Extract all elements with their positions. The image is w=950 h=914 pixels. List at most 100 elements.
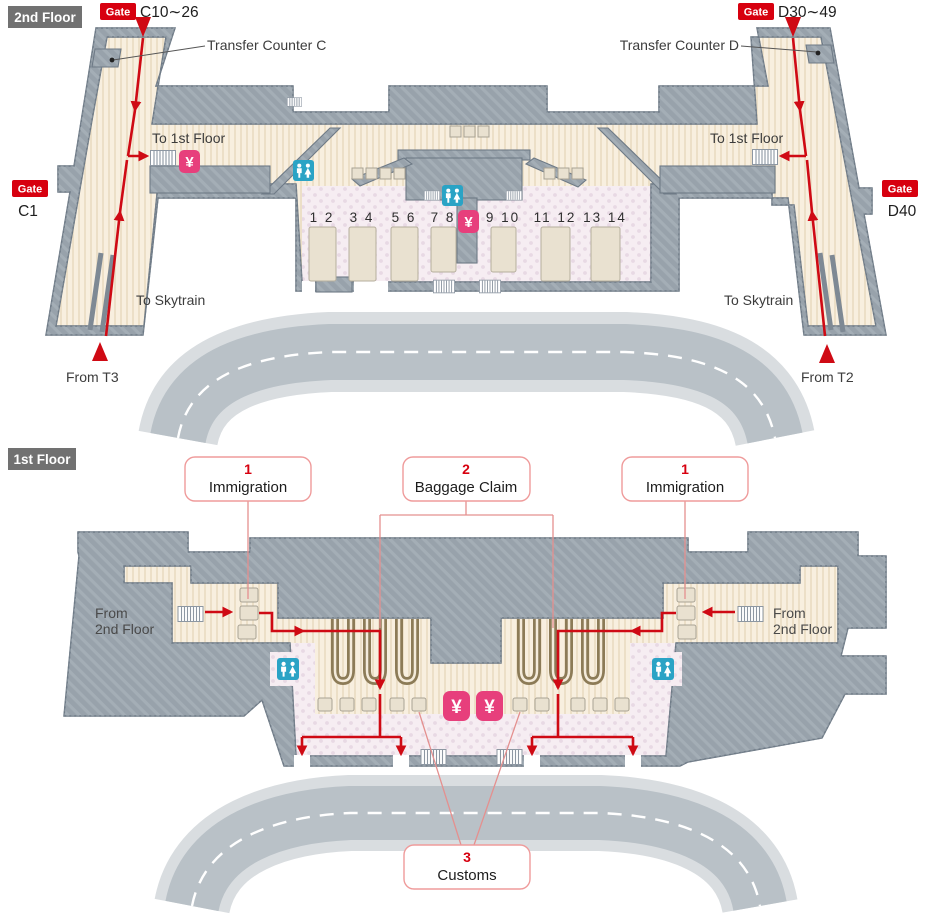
callout-baggage-claim: 2 Baggage Claim (402, 456, 531, 502)
restroom-icon (652, 658, 674, 680)
counter-number: 5 6 (392, 210, 417, 225)
gate-badge-label: Gate (18, 184, 42, 196)
stairs-icon (287, 96, 302, 108)
counter-number: 11 12 (534, 210, 577, 225)
from-2nd-floor-left-line2: 2nd Floor (95, 621, 154, 637)
leader-baggage (379, 501, 554, 628)
counter-island (430, 226, 457, 273)
leader-line (112, 45, 206, 61)
yen-symbol: ¥ (451, 697, 462, 718)
road-center-line (176, 350, 777, 439)
gate-badge (882, 180, 918, 197)
from-2nd-floor-right-line1: From (773, 605, 806, 621)
customs-booth (592, 697, 608, 712)
counter-island (348, 226, 377, 282)
counter-number: 9 10 (486, 210, 520, 225)
stair-landing-right (659, 165, 776, 194)
floor1-flow-arrows (205, 606, 735, 757)
flow-path (118, 159, 129, 213)
customs-booth (317, 697, 333, 712)
to-1st-floor-stairs-left (150, 150, 176, 166)
customs-booth (389, 697, 405, 712)
diagonal-wall-right (596, 127, 678, 195)
stair-landing-left (149, 165, 271, 194)
to-skytrain-left-label: To Skytrain (136, 292, 205, 308)
counter-number: 7 8 (431, 210, 456, 225)
currency-exchange-center: ¥ (458, 210, 479, 233)
flow-path (126, 109, 137, 157)
flow-path (104, 209, 125, 337)
restroom-icon (293, 160, 314, 181)
security-gate-boxes (351, 125, 584, 180)
escalator-from-2nd-left (177, 606, 204, 622)
floor1-badge (8, 448, 76, 470)
immigration-booth (239, 605, 259, 621)
flow-path (552, 629, 632, 691)
floor2-security-structures (87, 44, 846, 333)
gate-box (463, 125, 476, 138)
yen-icon (179, 150, 200, 173)
escalator-from-2nd-right (737, 606, 764, 622)
callout-immigration-right: 1 Immigration (621, 456, 749, 502)
customs-booth (534, 697, 550, 712)
customs-booth (512, 697, 528, 712)
from-t2-label: From T2 (801, 369, 854, 385)
callout-box (184, 456, 312, 502)
immigration-booth (237, 624, 257, 640)
leader-customs (418, 711, 521, 846)
gate-box (365, 167, 378, 180)
leader-dot (815, 50, 821, 56)
callout-customs: 3 Customs (403, 844, 531, 890)
currency-exchange-arrivals-right: ¥ (476, 691, 503, 721)
yen-symbol: ¥ (185, 154, 194, 171)
floor1-roadway (154, 775, 798, 914)
gate-box (571, 167, 584, 180)
callout-number: 2 (462, 461, 470, 477)
flow-path (798, 109, 808, 157)
callout-number: 1 (681, 461, 689, 477)
yen-icon (443, 691, 470, 721)
gate-c-entry-arrow (135, 17, 151, 37)
callout-label: Immigration (646, 479, 724, 496)
counter-number: 13 14 (583, 210, 627, 225)
gate-badge-label: Gate (106, 7, 130, 19)
customs-booth (411, 697, 427, 712)
to-1st-floor-stairs-right (752, 149, 778, 165)
gate-box (543, 167, 556, 180)
exit-opening (625, 755, 641, 767)
from-t3-label: From T3 (66, 369, 119, 385)
flow-path (805, 159, 814, 213)
gate-range-d: D30∼49 (778, 4, 837, 21)
stairs-icon (506, 190, 522, 201)
gate-box (379, 167, 392, 180)
hall-exit-opening (354, 281, 388, 292)
counter-island (390, 226, 419, 282)
callout-label: Immigration (209, 479, 287, 496)
gate-box (477, 125, 490, 138)
customs-booth (570, 697, 586, 712)
to-1st-floor-right-label: To 1st Floor (710, 130, 783, 146)
second-floor-map: ¥ ¥ 1 2 3 4 5 6 7 8 9 10 11 12 13 14 (8, 3, 918, 448)
hall-exit-opening (302, 281, 315, 292)
gate-box (449, 125, 462, 138)
from-t2-arrow (819, 344, 835, 363)
yen-icon (458, 210, 479, 233)
yen-symbol: ¥ (484, 697, 495, 718)
gate-c1-code: C1 (18, 203, 38, 220)
gate-d40-code: D40 (888, 203, 917, 220)
gate-badge (738, 3, 774, 20)
customs-booth (339, 697, 355, 712)
customs-booth (614, 697, 630, 712)
gate-range-c: C10∼26 (140, 4, 199, 21)
customs-booths (317, 697, 630, 712)
callout-box (403, 844, 531, 890)
restroom-icon (442, 185, 463, 206)
check-in-counters: 1 2 3 4 5 6 7 8 9 10 11 12 13 14 (308, 210, 627, 282)
to-skytrain-right-label: To Skytrain (724, 292, 793, 308)
customs-booth (361, 697, 377, 712)
floor2-badge-label: 2nd Floor (14, 10, 76, 25)
gate-badge (12, 180, 48, 197)
flow-path (303, 629, 386, 691)
stairs-icon (433, 279, 455, 294)
